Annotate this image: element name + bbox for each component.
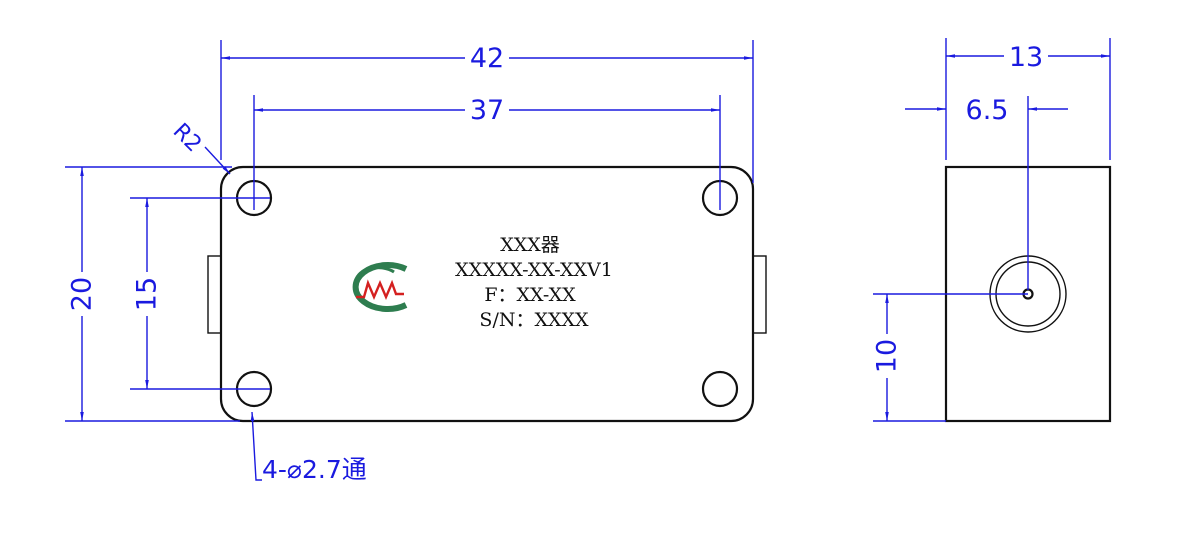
dim-hole-spacing-y: 15 bbox=[132, 277, 163, 311]
label-line-3: F：XX-XX bbox=[484, 284, 576, 306]
front-body-outline bbox=[219, 165, 755, 423]
dim-side-width: 13 bbox=[1009, 42, 1043, 73]
dim-corner-radius: R2 bbox=[168, 119, 206, 157]
leader-corner-radius bbox=[204, 146, 231, 175]
dim-overall-width: 42 bbox=[470, 43, 504, 74]
front-view-dimensions: 42 37 R2 20 15 4-⌀2.7通 bbox=[65, 40, 754, 484]
right-tab bbox=[752, 255, 767, 334]
label-line-2: XXXXX-XX-XXV1 bbox=[455, 259, 613, 281]
dim-holes-note: 4-⌀2.7通 bbox=[262, 455, 367, 484]
dim-port-height: 10 bbox=[872, 339, 903, 373]
label-line-4: S/N：XXXX bbox=[479, 309, 589, 331]
mounting-hole-bottom-right bbox=[701, 370, 739, 408]
front-view: XXX器 XXXXX-XX-XXV1 F：XX-XX S/N：XXXX bbox=[207, 165, 767, 423]
leader-holes-note bbox=[250, 411, 262, 481]
company-logo-icon bbox=[352, 262, 408, 312]
dim-port-offset: 6.5 bbox=[966, 95, 1009, 126]
label-line-1: XXX器 bbox=[500, 234, 560, 256]
side-view-dimensions: 13 6.5 10 bbox=[871, 38, 1111, 422]
dim-overall-height: 20 bbox=[67, 277, 98, 311]
dim-hole-spacing-x: 37 bbox=[470, 95, 504, 126]
left-tab bbox=[207, 255, 222, 334]
